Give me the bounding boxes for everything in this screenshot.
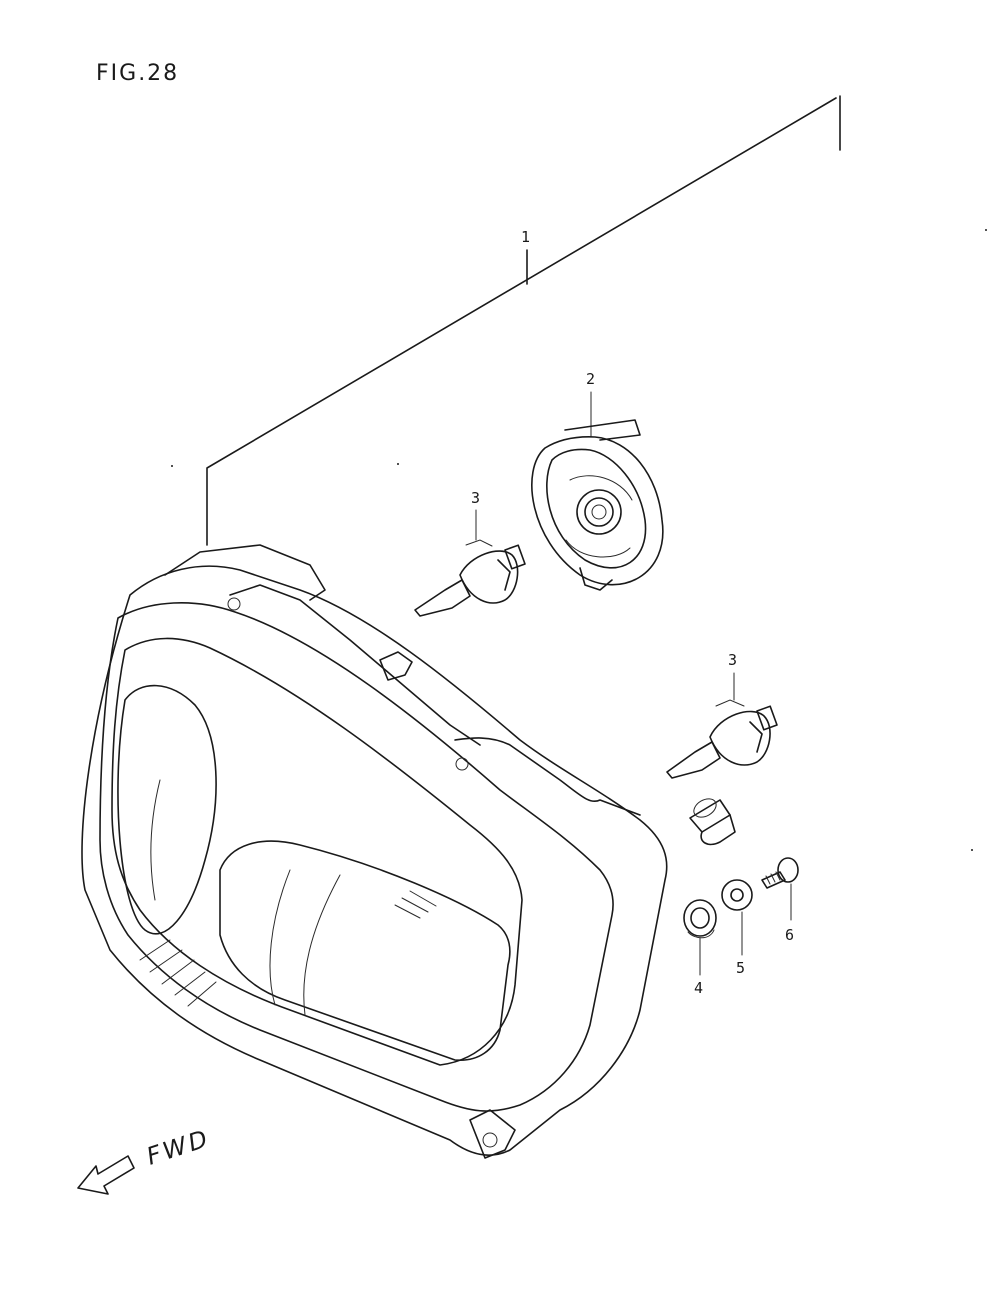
- bulb-lower: [666, 699, 778, 779]
- grommet: [683, 899, 717, 939]
- dust-cover: [531, 419, 664, 591]
- bulb-upper: [414, 539, 526, 617]
- fwd-label: FWD: [143, 1124, 213, 1171]
- headlamp-assembly: [81, 544, 668, 1159]
- assembly-bracket-lines: [206, 95, 841, 546]
- callout-2: 2: [586, 370, 595, 388]
- forward-direction-arrow-icon: [77, 1155, 135, 1195]
- callout-3-lower: 3: [728, 651, 737, 669]
- figure-title: FIG.28: [96, 61, 179, 86]
- callout-3-upper: 3: [471, 489, 480, 507]
- callout-4: 4: [694, 979, 703, 997]
- callout-5: 5: [736, 959, 745, 977]
- position-lamp-socket: [689, 798, 736, 846]
- callout-1: 1: [521, 228, 530, 246]
- screw: [761, 857, 799, 889]
- callout-6: 6: [785, 926, 794, 944]
- print-specks: [171, 229, 987, 851]
- washer: [721, 879, 753, 911]
